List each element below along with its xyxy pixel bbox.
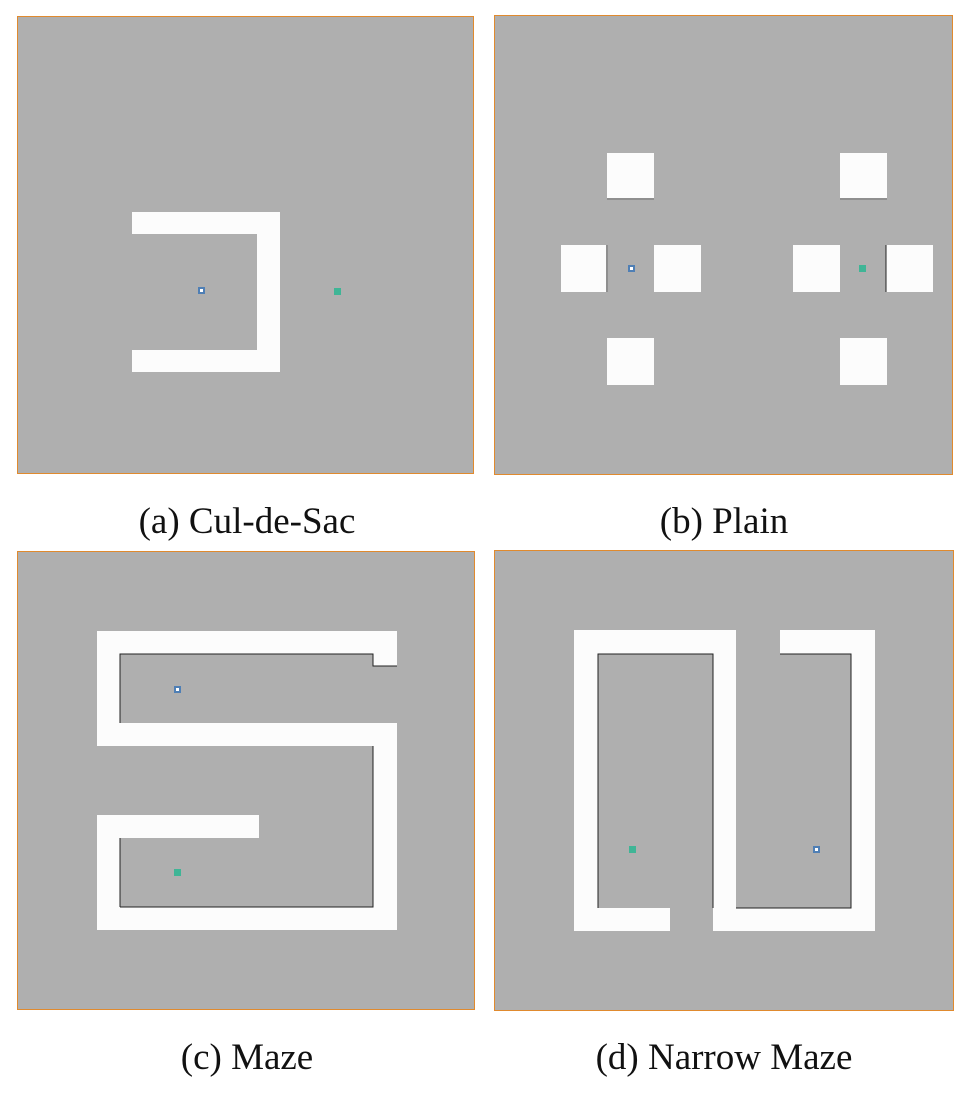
caption-c: (c) Maze: [180, 1037, 314, 1078]
agent-marker-icon: [628, 265, 635, 272]
agent-marker-icon: [813, 846, 820, 853]
wall-center: [713, 630, 736, 931]
agent-marker-icon: [174, 686, 181, 693]
cul-de-sac-map: [132, 212, 341, 372]
block-left-left: [561, 245, 608, 292]
wall-lower-arm: [97, 815, 259, 838]
goal-marker-icon: [629, 846, 636, 853]
walls: [561, 153, 933, 385]
plain-map: [561, 153, 933, 385]
goal-marker-icon: [859, 265, 866, 272]
goal-marker-icon: [334, 288, 341, 295]
block-right-left: [793, 245, 840, 292]
caption-d: (d) Narrow Maze: [595, 1037, 853, 1078]
wall-top: [97, 631, 397, 654]
agent-marker-icon: [198, 287, 205, 294]
block-left-right: [654, 245, 701, 292]
wall-right: [851, 630, 875, 931]
wall-lower-left: [97, 815, 120, 930]
wall-upper-left: [97, 631, 120, 746]
wall-right: [257, 212, 280, 372]
block-left-top: [607, 153, 654, 200]
panel-cul-de-sac: [17, 16, 474, 474]
goal-marker-icon: [174, 869, 181, 876]
wall-middle: [97, 723, 397, 746]
wall-top: [132, 212, 280, 234]
wall-left: [574, 630, 598, 931]
wall-bottom: [97, 907, 397, 930]
maze-map: [97, 631, 397, 930]
narrow-maze-map: [574, 630, 875, 931]
wall-top-stub: [373, 631, 397, 666]
caption-b: (b) Plain: [659, 501, 789, 542]
wall-top-left: [574, 630, 736, 654]
panel-maze: [17, 551, 475, 1010]
wall-bottom-left: [574, 908, 670, 931]
walls: [574, 630, 875, 931]
wall-right: [373, 723, 397, 930]
block-left-bottom: [607, 338, 654, 385]
walls: [132, 212, 280, 372]
wall-bottom-right: [713, 908, 875, 931]
block-right-right: [886, 245, 933, 292]
panel-plain: [494, 15, 953, 475]
panel-narrow-maze: [494, 550, 954, 1011]
block-right-top: [840, 153, 887, 200]
caption-a: (a) Cul-de-Sac: [138, 501, 356, 542]
block-right-bottom: [840, 338, 887, 385]
wall-bottom: [132, 350, 280, 372]
walls: [97, 631, 397, 930]
